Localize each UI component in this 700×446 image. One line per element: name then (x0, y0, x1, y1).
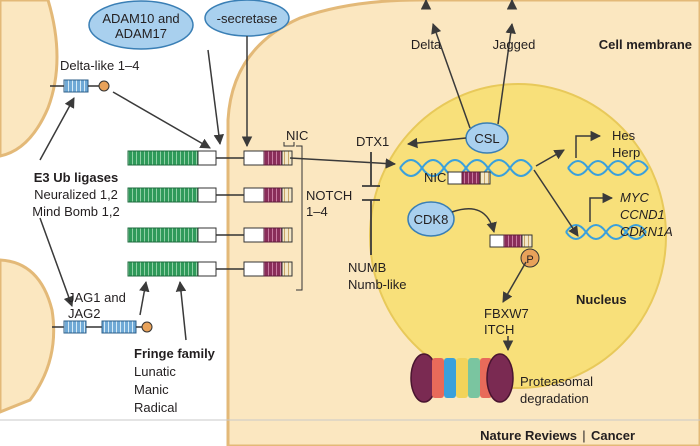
adam-label: ADAM10 and (102, 11, 179, 26)
arrow (139, 280, 150, 316)
cdk8-label: CDK8 (414, 212, 449, 227)
fringe-member: Radical (134, 400, 177, 415)
arrow (39, 97, 75, 161)
arrow (451, 208, 497, 234)
notch-receptor (127, 227, 293, 243)
arrow (112, 91, 211, 149)
secretase-label: -secretase (217, 11, 278, 26)
notch-label: 1–4 (306, 204, 328, 219)
gene-cdkn1a: CDKN1A (620, 224, 673, 239)
arrow (431, 23, 471, 129)
itch-label: ITCH (484, 322, 514, 337)
journal-name: Nature Reviews (480, 428, 577, 443)
arrow (175, 280, 187, 341)
nic-nucleus-label: NIC (424, 170, 446, 185)
nic-label: NIC (286, 128, 308, 143)
jag-label: JAG2 (68, 306, 101, 321)
adam-label: ADAM17 (115, 26, 167, 41)
gene-myc: MYC (620, 190, 650, 205)
dtx1-label: DTX1 (356, 134, 389, 149)
journal-section: Cancer (591, 428, 635, 443)
proteasome-label: Proteasomal (520, 374, 593, 389)
arrow (575, 130, 602, 158)
nic-bracket (283, 142, 295, 147)
notch-receptor (127, 187, 293, 203)
jag-ligand (52, 320, 153, 334)
proteasome-label: degradation (520, 391, 589, 406)
fbxw7-label: FBXW7 (484, 306, 529, 321)
delta-like-ligand (50, 79, 110, 93)
dna-helix-hes (567, 160, 649, 176)
sending-cell-bottom (0, 258, 56, 414)
fringe-title: Fringe family (134, 346, 216, 361)
csl-label: CSL (474, 131, 499, 146)
arrow (502, 261, 527, 303)
fringe-member: Manic (134, 382, 169, 397)
credit-separator: | (582, 428, 585, 443)
arrow (289, 157, 397, 169)
notch-receptor (127, 150, 293, 166)
arrow (406, 137, 467, 149)
arrow (535, 149, 565, 167)
dna-helix-genes (565, 224, 647, 240)
arrow (207, 49, 225, 146)
nic-in-nucleus (447, 171, 491, 185)
e3-ligases-item: Neuralized 1,2 (34, 187, 118, 202)
notch-bracket (296, 145, 303, 291)
sending-cell-top (0, 0, 59, 158)
jagged-out-label: Jagged (493, 37, 536, 52)
arrow (497, 22, 516, 125)
notch-label: NOTCH (306, 188, 352, 203)
herp-label: Herp (612, 145, 640, 160)
delta-out-label: Delta (411, 37, 442, 52)
cdk8-protein (407, 201, 455, 237)
jag-label: JAG1 and (68, 290, 126, 305)
notch-receptor (127, 261, 293, 277)
fringe-member: Lunatic (134, 364, 176, 379)
e3-ligases-title: E3 Ub ligases (34, 170, 119, 185)
hes-label: Hes (612, 128, 636, 143)
gene-ccnd1: CCND1 (620, 207, 665, 222)
arrow (589, 192, 614, 222)
e3-ligases-item: Mind Bomb 1,2 (32, 204, 119, 219)
numb-label: NUMB (348, 260, 386, 275)
numb-like-label: Numb-like (348, 277, 407, 292)
delta-like-label: Delta-like 1–4 (60, 58, 140, 73)
proteasome (410, 353, 514, 403)
arrow (39, 217, 74, 307)
adam-enzyme (88, 0, 194, 50)
arrow (533, 169, 579, 237)
nucleus-label: Nucleus (576, 292, 627, 307)
dna-helix-main (399, 159, 533, 177)
phospho-label: P (526, 254, 533, 266)
cell-membrane-label: Cell membrane (599, 37, 692, 52)
